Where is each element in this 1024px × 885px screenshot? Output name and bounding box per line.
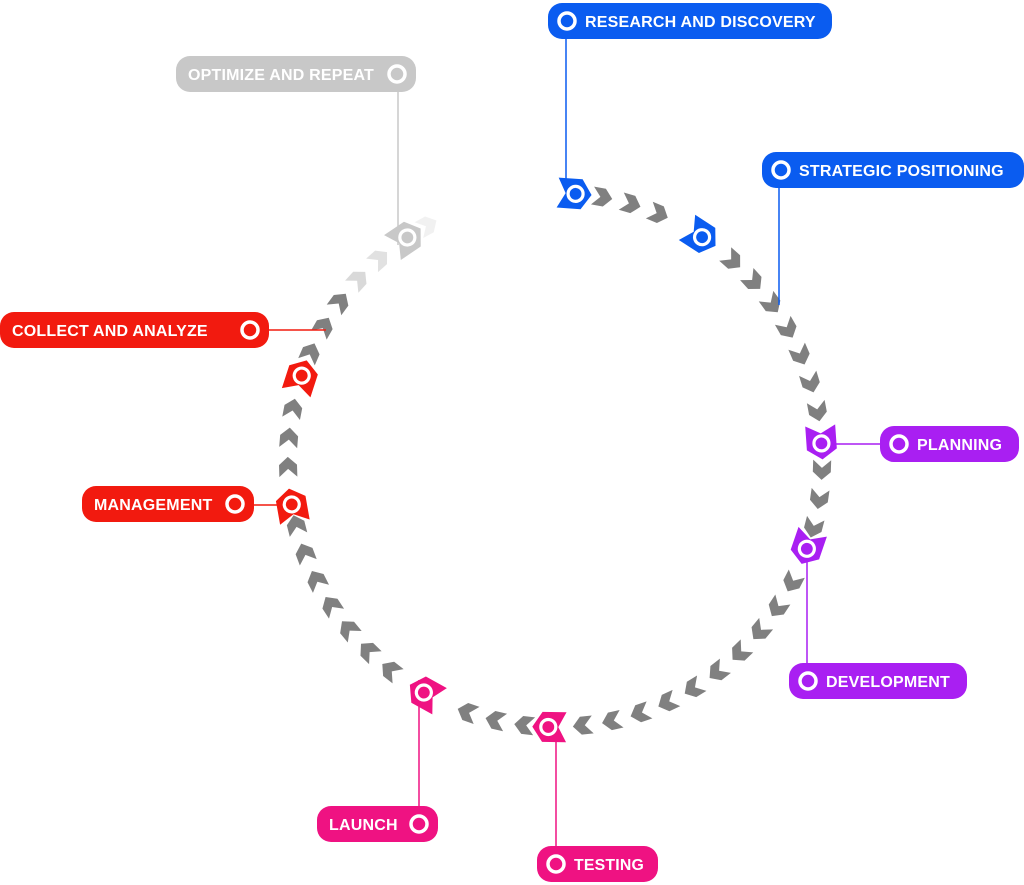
cycle-chevron: [740, 267, 762, 289]
stage-label: OPTIMIZE AND REPEAT: [188, 67, 374, 84]
ring-icon: [566, 184, 585, 203]
cycle-chevron: [783, 569, 805, 592]
ring-icon: [414, 683, 433, 702]
cycle-chevron: [286, 515, 308, 537]
ring-icon: [292, 366, 311, 385]
cycle-chevron: [630, 701, 653, 723]
stage-label-pill: STRATEGIC POSITIONING: [762, 152, 1024, 188]
cycle-chevron: [806, 399, 827, 422]
cycle-chevron: [768, 594, 791, 617]
cycle-chevron: [572, 715, 594, 735]
stage-label-pill: MANAGEMENT: [82, 486, 254, 522]
ring-icon: [387, 64, 407, 84]
ring-icon: [240, 320, 260, 340]
cycle-chevron: [360, 642, 382, 665]
cycle-chevron: [282, 398, 303, 421]
cycle-chevron: [414, 216, 437, 239]
stage-markers: [275, 177, 837, 743]
cycle-chevron: [457, 703, 480, 724]
stage-marker: [790, 526, 827, 564]
stage-label-pill: TESTING: [537, 846, 658, 882]
cycle-chevron: [340, 621, 362, 643]
cycle-chevron: [590, 186, 613, 207]
connector-lines: [232, 19, 898, 865]
stage-label-pill: COLLECT AND ANALYZE: [0, 312, 269, 348]
stage-marker: [281, 360, 318, 398]
stage-label-pill: OPTIMIZE AND REPEAT: [176, 56, 416, 92]
stage-label: MANAGEMENT: [94, 497, 212, 514]
ring-icon: [409, 814, 429, 834]
cycle-chevron: [812, 459, 832, 480]
cycle-chevron: [279, 427, 299, 449]
ring-icon: [797, 539, 816, 558]
cycle-arrow-track: [279, 186, 832, 736]
ring-icon: [539, 717, 558, 737]
stage-label-pill: PLANNING: [880, 426, 1019, 462]
stage-label: STRATEGIC POSITIONING: [799, 163, 1004, 180]
stage-marker: [556, 177, 592, 210]
stage-marker: [805, 424, 837, 460]
stage-label-pill: RESEARCH AND DISCOVERY: [548, 3, 832, 39]
ring-icon: [692, 228, 712, 247]
cycle-chevron: [732, 639, 754, 661]
ring-icon: [282, 495, 301, 514]
ring-icon: [771, 160, 791, 180]
cycle-chevron: [602, 709, 624, 731]
cycle-chevron: [485, 711, 508, 732]
stage-label: RESEARCH AND DISCOVERY: [585, 14, 816, 31]
stage-labels: RESEARCH AND DISCOVERY STRATEGIC POSITION…: [0, 3, 1024, 882]
ring-icon: [398, 228, 417, 247]
ring-icon: [812, 434, 831, 453]
cycle-chevron: [298, 343, 320, 366]
ring-icon: [798, 671, 818, 691]
cycle-chevron: [326, 293, 349, 316]
stage-marker: [275, 488, 310, 525]
cycle-chevron: [684, 675, 707, 698]
stage-marker: [678, 214, 716, 254]
cycle-chevron: [788, 342, 810, 365]
cycle-chevron: [618, 192, 641, 214]
stage-label: COLLECT AND ANALYZE: [12, 323, 208, 340]
stage-label: PLANNING: [917, 437, 1002, 454]
ring-icon: [557, 11, 577, 31]
stage-label-pill: DEVELOPMENT: [789, 663, 967, 699]
ring-icon: [889, 434, 909, 454]
cycle-chevron: [311, 317, 333, 340]
cycle-chevron: [809, 487, 830, 509]
cycle-chevron: [279, 456, 298, 478]
cycle-chevron: [345, 271, 367, 293]
cycle-chevron: [295, 543, 317, 566]
cycle-chevron: [514, 716, 536, 736]
stage-label: TESTING: [574, 857, 644, 874]
cycle-chevron: [658, 689, 681, 712]
cycle-chevron: [751, 617, 774, 640]
cycle-chevron: [645, 201, 668, 223]
stage-marker: [384, 221, 421, 260]
stage-marker: [532, 711, 567, 743]
cycle-chevron: [774, 315, 797, 338]
stage-label-pill: LAUNCH: [317, 806, 438, 842]
cycle-chevron: [307, 570, 329, 593]
cycle-chevron: [799, 370, 820, 393]
cycle-chevron: [382, 661, 404, 684]
stage-label: LAUNCH: [329, 817, 398, 834]
ring-icon: [225, 494, 245, 514]
cycle-chevron: [758, 290, 781, 313]
ring-icon: [546, 854, 566, 874]
stage-label: DEVELOPMENT: [826, 674, 950, 691]
cycle-chevron: [322, 596, 345, 619]
cycle-chevron: [804, 515, 825, 538]
cycle-chevron: [366, 250, 388, 273]
cycle-chevron: [709, 658, 731, 681]
stage-marker: [409, 676, 447, 715]
cycle-chevron: [719, 247, 741, 269]
